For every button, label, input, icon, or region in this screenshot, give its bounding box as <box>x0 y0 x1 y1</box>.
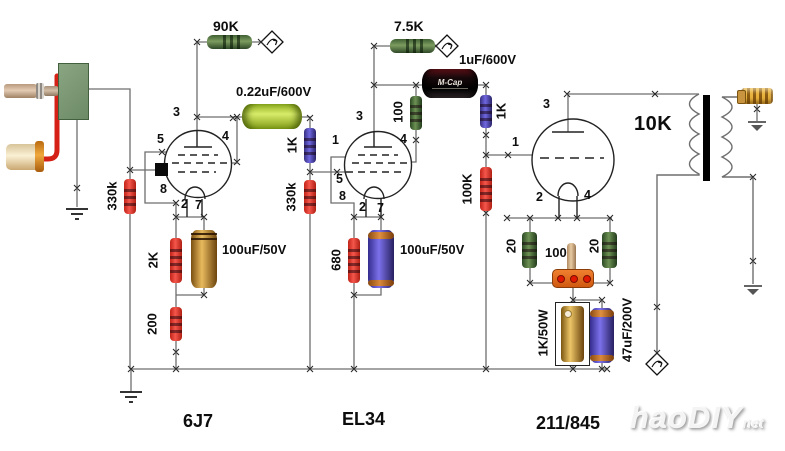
transformer-primary-coil <box>656 93 701 353</box>
input-cable-plug <box>4 84 37 98</box>
label-pot-100: 100 <box>545 245 567 260</box>
t3-pin-2: 2 <box>536 190 543 204</box>
t1-pin-5: 5 <box>157 132 164 146</box>
label-screen-100: 100 <box>390 101 406 123</box>
t3-pin-4: 4 <box>584 188 591 202</box>
tube-211-845-symbol <box>531 118 615 218</box>
hum-resistor-20-right <box>602 232 617 268</box>
transformer-core <box>703 95 710 181</box>
output-transformer-symbol <box>656 93 754 353</box>
stage-label-6j7: 6J7 <box>183 411 214 431</box>
t2-pin-1: 1 <box>332 133 339 147</box>
bplus-arrow-icon <box>441 42 453 50</box>
t1-pin-7: 7 <box>195 198 202 212</box>
grid-resistor-100k <box>480 167 492 211</box>
speaker-terminal <box>737 88 773 104</box>
ground-symbols <box>66 121 766 403</box>
label-100k: 100K <box>459 173 475 205</box>
hum-pot-shaft <box>567 243 576 272</box>
label-1uf: 1uF/600V <box>459 52 517 67</box>
bplus-arrow-icon <box>266 38 278 46</box>
label-7k5: 7.5K <box>394 18 424 34</box>
bias-cap-47uf <box>590 308 614 363</box>
label-47uf: 47uF/200V <box>619 297 635 363</box>
hum-resistor-20-left <box>522 232 537 268</box>
bplus-diamond-icon <box>645 352 669 376</box>
tube-6j7-symbol <box>155 129 233 217</box>
bias-resistor-1k50w <box>555 302 590 366</box>
tail-resistor-200 <box>170 307 182 341</box>
stage-label-211-845: 211/845 <box>536 413 601 433</box>
label-1k-1: 1K <box>284 136 300 154</box>
input-plug-ring <box>36 83 44 99</box>
t3-pin-1: 1 <box>512 135 519 149</box>
cathode-resistor-2k <box>170 238 182 283</box>
t1-pin-2: 2 <box>181 197 188 211</box>
pot-terminal-dot <box>583 275 591 283</box>
t2-pin-4: 4 <box>400 132 407 146</box>
bplus-arrow-icon <box>651 360 663 368</box>
label-022uf: 0.22uF/600V <box>236 84 312 99</box>
t2-pin-5: 5 <box>336 172 343 186</box>
label-2k: 2K <box>145 251 161 269</box>
plate-resistor-7k5 <box>390 39 435 53</box>
grid-stopper-1k-1 <box>304 128 316 163</box>
input-plug-tip <box>44 86 58 96</box>
t1-pin-3: 3 <box>173 105 180 119</box>
t2-pin-3: 3 <box>356 109 363 123</box>
label-20-right: 20 <box>586 238 602 254</box>
transformer-secondary-coil <box>720 96 754 284</box>
pot-terminal-dot <box>557 275 565 283</box>
cathode-resistor-680 <box>348 238 360 283</box>
watermark-text: haoDIY <box>630 400 743 435</box>
cathode-cap-100uf-1 <box>191 230 217 288</box>
label-100uf-1: 100uF/50V <box>222 242 287 257</box>
hum-pot-body <box>552 269 594 288</box>
watermark-suffix: net <box>742 415 764 431</box>
screen-resistor-100 <box>410 96 422 130</box>
t3-pin-3: 3 <box>543 97 550 111</box>
grid-resistor-330k-2 <box>304 180 316 214</box>
bplus-connector-icons <box>260 30 669 376</box>
t2-pin-7: 7 <box>377 201 384 215</box>
input-red-wire <box>43 73 67 162</box>
pot-terminal-dot <box>570 275 578 283</box>
label-1k50w: 1K/50W <box>535 309 551 357</box>
t2-pin-8: 8 <box>339 189 346 203</box>
grid-resistor-330k-1 <box>124 179 136 214</box>
cathode-cap-100uf-2 <box>368 230 394 288</box>
label-90k: 90K <box>213 18 239 34</box>
label-680: 680 <box>328 249 344 271</box>
rca-jack-flange <box>35 141 44 172</box>
site-watermark: haoDIYnet <box>630 400 764 436</box>
label-100uf-2: 100uF/50V <box>400 242 465 257</box>
label-330k-2: 330k <box>283 182 299 212</box>
cap-brand-text: M-Cap <box>431 78 469 89</box>
rail-ground-icon <box>120 391 142 403</box>
label-330k-1: 330k <box>104 181 120 211</box>
input-ground-icon <box>66 208 88 220</box>
plate-resistor-90k <box>207 35 252 49</box>
tube-el34-symbol <box>343 130 413 217</box>
power-resistor-slug <box>561 306 584 362</box>
t1-pin-4: 4 <box>222 129 229 143</box>
stage-label-el34: EL34 <box>342 409 386 429</box>
grid-stopper-1k-2 <box>480 95 492 128</box>
label-1k-2: 1K <box>493 102 509 120</box>
input-terminal-board <box>58 63 89 120</box>
bplus-diamond-icon <box>435 34 459 58</box>
coupling-cap-1uf: M-Cap <box>422 69 478 98</box>
label-transformer-10k: 10K <box>634 113 673 135</box>
bplus-diamond-icon <box>260 30 284 54</box>
coupling-cap-022uf <box>242 104 302 129</box>
label-20-left: 20 <box>503 238 519 254</box>
t2-pin-2: 2 <box>359 200 366 214</box>
grid-cap-connector <box>155 163 168 176</box>
rca-jack-body <box>6 144 40 170</box>
t1-pin-8: 8 <box>160 182 167 196</box>
label-200: 200 <box>144 313 160 335</box>
